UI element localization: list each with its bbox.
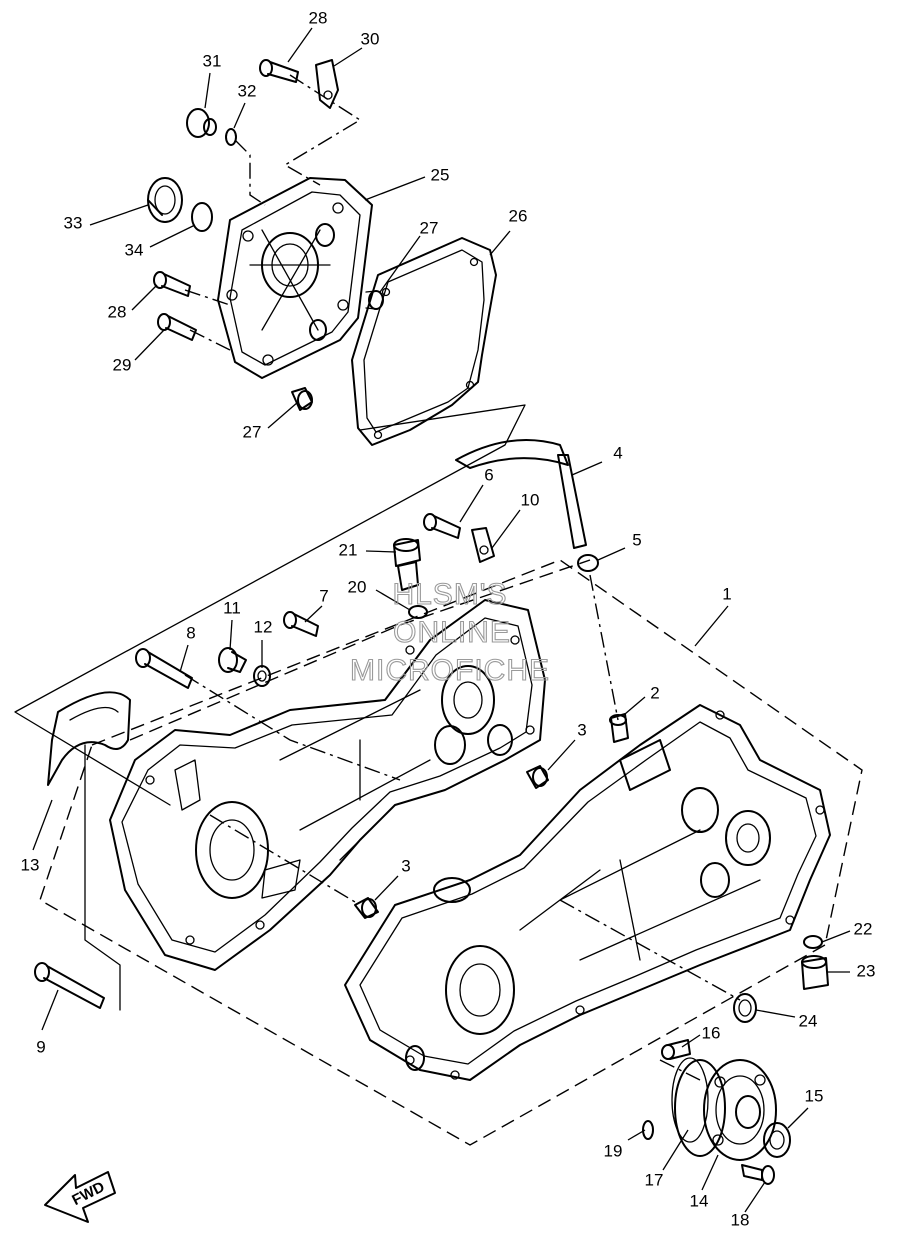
washer-32 xyxy=(225,128,237,146)
callout-2: 2 xyxy=(650,683,659,702)
callout-23: 23 xyxy=(857,961,876,980)
gasket-13 xyxy=(47,691,131,786)
callout-5: 5 xyxy=(632,530,641,549)
centerline-oil-seal xyxy=(234,139,266,206)
bolt-9 xyxy=(34,962,105,1009)
watermark-line-2: ONLINE xyxy=(393,616,511,649)
centerline-bolt-8 xyxy=(184,674,401,781)
callout-14: 14 xyxy=(690,1191,709,1210)
callout-28-top: 28 xyxy=(309,8,328,27)
o-ring-34 xyxy=(191,202,213,232)
dowel-27-lower xyxy=(291,387,313,411)
callout-11: 11 xyxy=(223,598,241,617)
clamp-10 xyxy=(471,527,495,563)
bolt-7 xyxy=(283,611,319,637)
screw-18 xyxy=(741,1164,775,1185)
washer-20 xyxy=(408,605,428,619)
callout-30: 30 xyxy=(361,29,380,48)
callout-8: 8 xyxy=(186,623,195,642)
dowel-16 xyxy=(661,1039,691,1060)
centerline-dowel-3 xyxy=(209,814,361,906)
forward-arrow-icon: FWD xyxy=(44,1171,116,1223)
callout-22: 22 xyxy=(854,919,873,938)
callout-6: 6 xyxy=(484,465,493,484)
bolt-8 xyxy=(135,648,193,689)
callout-32: 32 xyxy=(238,81,257,100)
gasket-17 xyxy=(671,1057,709,1143)
centerline-hose-fitting xyxy=(589,574,619,721)
centerline-bolt-28-top xyxy=(283,74,362,186)
callout-28-left: 28 xyxy=(108,302,127,321)
drain-plug-23 xyxy=(801,955,829,990)
pin-19 xyxy=(642,1120,654,1140)
callout-21: 21 xyxy=(339,540,358,559)
oil-seal-24 xyxy=(733,993,757,1023)
callout-7: 7 xyxy=(319,586,328,605)
callout-34: 34 xyxy=(125,240,144,259)
callout-labels: 1 2 3 3 4 5 6 7 8 9 10 11 12 13 14 15 16… xyxy=(21,8,876,1229)
callout-10: 10 xyxy=(521,490,540,509)
centerline-right-cover xyxy=(559,899,741,1081)
callout-29: 29 xyxy=(113,355,132,374)
callout-27-upper: 27 xyxy=(420,218,439,237)
right-crankcase-half xyxy=(344,704,831,1081)
callout-3-upper: 3 xyxy=(577,720,586,739)
left-group-boundary xyxy=(84,744,121,1011)
crankcase-inner-boundary xyxy=(129,559,591,741)
bearing-housing-cover xyxy=(217,177,373,379)
callout-19: 19 xyxy=(604,1141,623,1160)
callout-24: 24 xyxy=(799,1011,818,1030)
clamp-30 xyxy=(315,59,339,109)
callout-1: 1 xyxy=(722,584,731,603)
callout-4: 4 xyxy=(613,443,622,462)
bolt-6 xyxy=(423,513,461,539)
bolt-28-top xyxy=(259,59,299,83)
plug-11 xyxy=(218,647,247,673)
callout-27-lower: 27 xyxy=(243,422,262,441)
hose-fitting-2 xyxy=(609,713,629,743)
callout-26: 26 xyxy=(509,206,528,225)
centerline-bolts-left xyxy=(184,289,231,351)
washer-12 xyxy=(253,665,271,687)
callout-16: 16 xyxy=(702,1023,721,1042)
callout-15: 15 xyxy=(805,1086,824,1105)
watermark-line-3: MICROFICHE xyxy=(350,654,550,687)
watermark: HLSM'S ONLINE MICROFICHE xyxy=(349,577,550,687)
left-crankcase-half xyxy=(109,599,546,971)
oil-seal-33 xyxy=(147,177,183,223)
filler-plug-21 xyxy=(393,538,421,591)
dowel-27-upper xyxy=(365,290,384,310)
cover-group-boundary xyxy=(14,404,526,806)
callout-17: 17 xyxy=(645,1170,664,1189)
callout-20: 20 xyxy=(348,577,367,596)
callout-12: 12 xyxy=(254,617,273,636)
callout-31: 31 xyxy=(203,51,222,70)
leader-lines xyxy=(32,27,851,1213)
cover-gasket xyxy=(351,237,497,446)
breather-hose-4 xyxy=(455,439,587,549)
bolt-28-left xyxy=(153,271,191,297)
watermark-line-1: HLSM'S xyxy=(392,578,507,611)
callout-13: 13 xyxy=(21,855,40,874)
bolt-29 xyxy=(157,313,197,341)
oil-seal-15 xyxy=(763,1122,791,1158)
plug-31 xyxy=(186,108,217,138)
washer-22 xyxy=(803,935,823,949)
callout-9: 9 xyxy=(36,1037,45,1056)
callout-18: 18 xyxy=(731,1210,750,1229)
callout-33: 33 xyxy=(64,213,83,232)
callout-25: 25 xyxy=(431,165,450,184)
bearing-housing-14 xyxy=(674,1059,777,1161)
dowel-3-lower xyxy=(354,897,379,919)
dowel-3-upper xyxy=(526,765,549,789)
callout-3-lower: 3 xyxy=(401,856,410,875)
hose-clamp-5 xyxy=(577,554,599,572)
